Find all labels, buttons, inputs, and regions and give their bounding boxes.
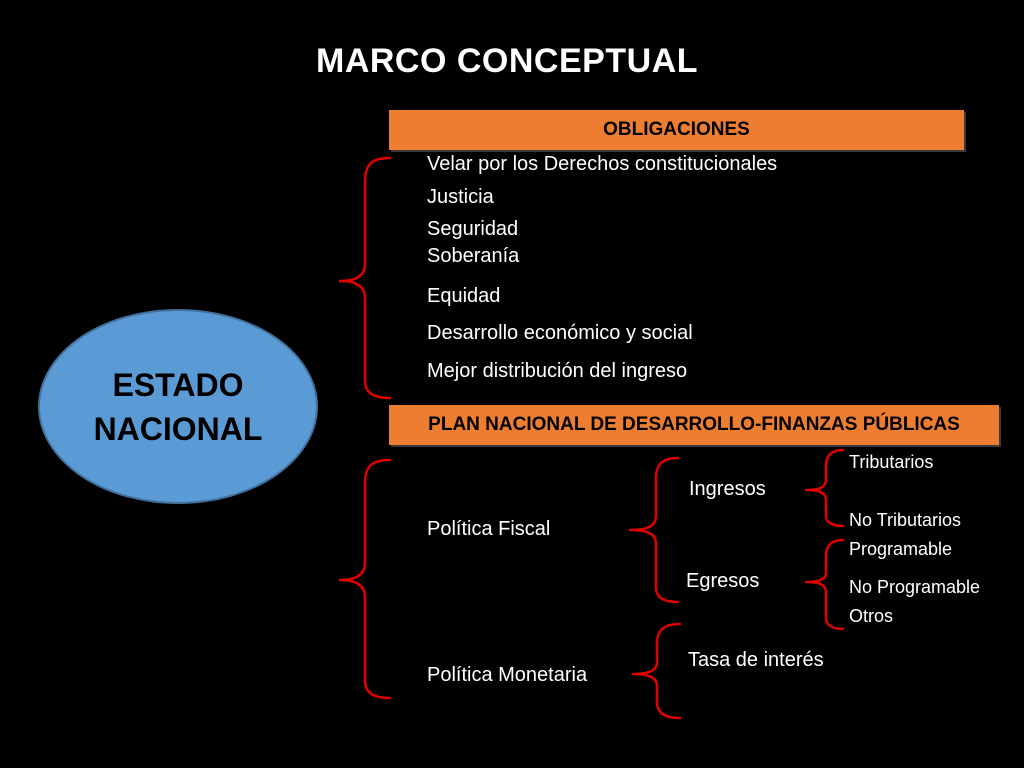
obligacion-item: Justicia — [427, 186, 494, 208]
ingreso-item: No Tributarios — [849, 510, 962, 530]
brace-politica-fiscal — [628, 456, 680, 604]
brace-politica-monetaria — [631, 622, 682, 720]
obligacion-item: Mejor distribución del ingreso — [427, 360, 688, 382]
estado-nacional-ellipse: ESTADO NACIONAL — [38, 309, 318, 504]
page-title: MARCO CONCEPTUAL — [316, 42, 698, 80]
egreso-item: No Programable — [849, 577, 981, 597]
obligacion-item: Desarrollo económico y social — [427, 322, 693, 344]
ingresos-label: Ingresos — [689, 478, 766, 500]
politica-fiscal-label: Política Fiscal — [427, 518, 551, 540]
egresos-label: Egresos — [686, 570, 760, 592]
politica-monetaria-label: Política Monetaria — [427, 664, 588, 686]
brace-obligaciones — [338, 156, 392, 400]
obligaciones-header: OBLIGACIONES — [389, 110, 964, 150]
obligacion-item: Velar por los Derechos constitucionales — [427, 153, 778, 175]
center-line-2: NACIONAL — [93, 410, 263, 447]
tasa-de-interes-label: Tasa de interés — [688, 649, 824, 671]
obligacion-item: Soberanía — [427, 245, 520, 267]
brace-plan — [338, 458, 392, 700]
egreso-item: Programable — [849, 539, 953, 559]
brace-egresos — [804, 538, 845, 631]
ingreso-item: Tributarios — [849, 452, 934, 472]
plan-nacional-header: PLAN NACIONAL DE DESARROLLO-FINANZAS PÚB… — [389, 405, 999, 445]
obligacion-item: Seguridad — [427, 218, 519, 240]
obligacion-item: Equidad — [427, 285, 501, 307]
egreso-item: Otros — [849, 606, 894, 626]
brace-ingresos — [804, 448, 845, 528]
center-line-1: ESTADO — [112, 366, 244, 403]
